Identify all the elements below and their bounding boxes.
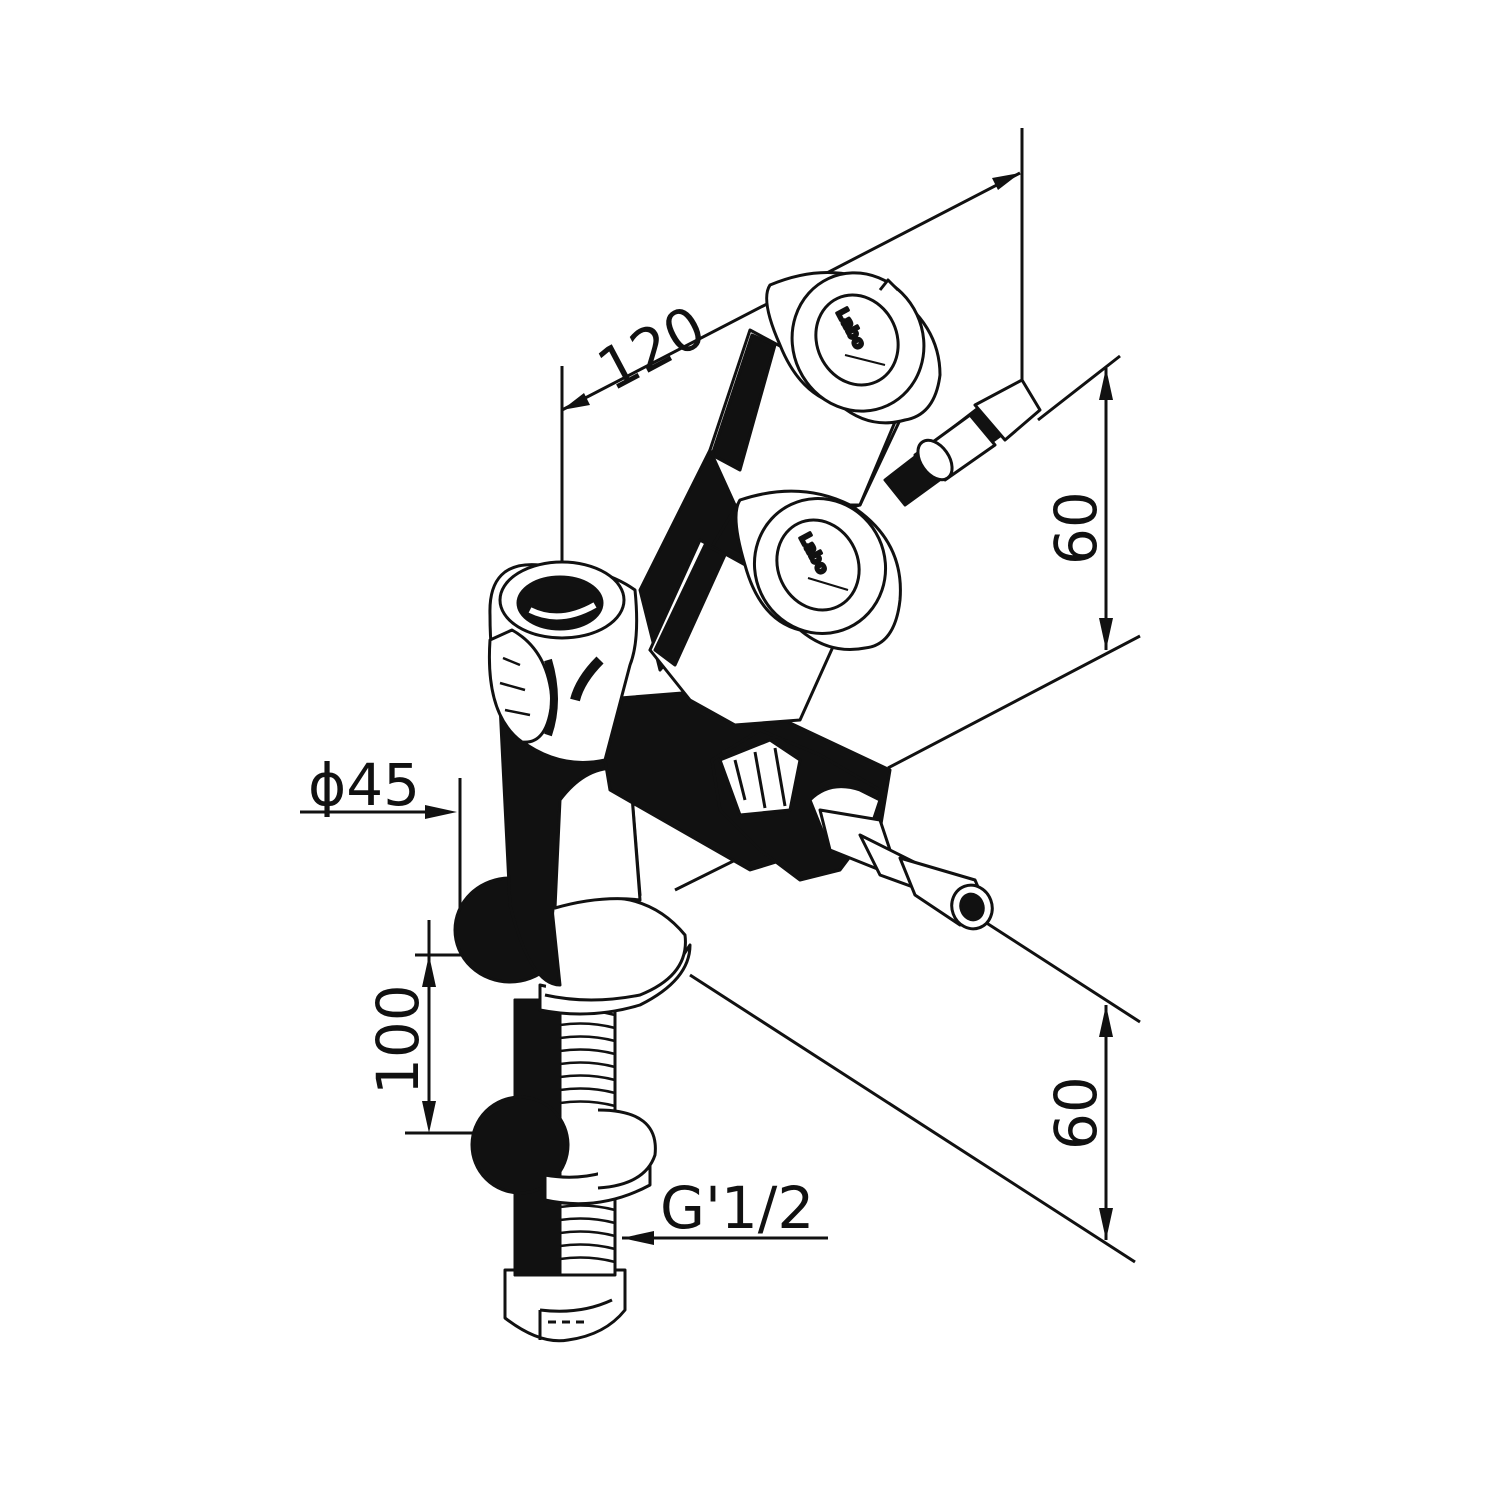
thread-line [559, 1035, 616, 1043]
hex-nut [503, 1268, 627, 1343]
thread-line [559, 1048, 616, 1056]
side-label-marks [499, 656, 531, 717]
lower-valve-body [648, 538, 847, 727]
arrow-60-upper-bottom [1099, 618, 1113, 650]
lower-washer [470, 1095, 657, 1206]
arrow-60-upper-top [1099, 368, 1113, 400]
arrow-120-left [562, 393, 590, 410]
upper-hose-nozzle [883, 378, 1042, 507]
ext-line-60-upper-bottom [887, 634, 1141, 770]
dimension-lines [300, 128, 1141, 1264]
dim-label-thread: G'1/2 [660, 1174, 814, 1242]
dim-label-diameter: ϕ45 [308, 751, 420, 819]
ext-line-60-lower-bottom [689, 973, 1136, 1264]
top-housing [487, 560, 639, 764]
ext-line-60-upper-top [1037, 354, 1121, 422]
arrow-100-top [422, 955, 436, 987]
thread-line [559, 1230, 616, 1238]
thread-line [559, 1204, 616, 1212]
arrow-100-bottom [422, 1101, 436, 1133]
ext-line-60-lower-top [984, 920, 1141, 1024]
upper-knob: Labo [765, 271, 942, 425]
arrow-thread [622, 1231, 654, 1245]
thread-line [559, 1074, 616, 1082]
arrow-120-right [992, 173, 1020, 190]
lower-hose-nozzle [710, 728, 994, 931]
lower-knob: Labo [734, 489, 902, 652]
column-highlight [553, 766, 642, 910]
arrow-diameter [425, 805, 457, 819]
thread-line [559, 1061, 616, 1069]
arrow-60-lower-bottom [1099, 1208, 1113, 1240]
thread-line [559, 1243, 616, 1251]
tap-body: Labo Labo [453, 271, 1042, 1343]
thread-line [559, 1256, 616, 1264]
dim-label-100: 100 [364, 984, 432, 1095]
thread-line [559, 1100, 616, 1108]
thread-line [559, 1217, 616, 1225]
upper-valve-body [708, 328, 902, 522]
arrow-60-lower-top [1099, 1005, 1113, 1037]
thread-line [559, 1022, 616, 1030]
dimension-labels: 120 60 60 ϕ45 100 G'1/2 [308, 292, 1110, 1242]
dim-label-60-upper: 60 [1042, 491, 1110, 565]
dim-label-60-lower: 60 [1042, 1076, 1110, 1150]
thread-line [559, 1087, 616, 1095]
arrowheads [422, 173, 1113, 1245]
